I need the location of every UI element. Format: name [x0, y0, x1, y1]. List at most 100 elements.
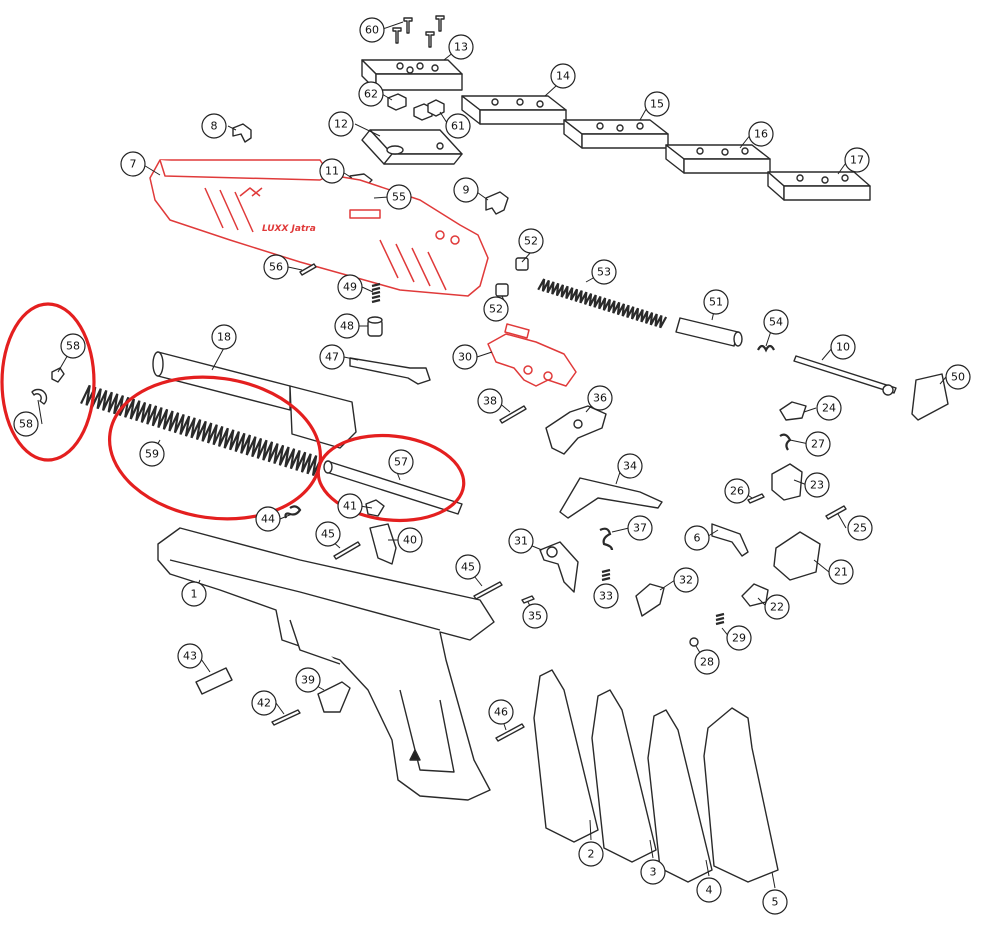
callout-number: 52 [524, 235, 538, 248]
callout-circle [508, 528, 534, 554]
callout-14: 14 [550, 63, 576, 89]
part-51-guide-tube [675, 317, 743, 347]
callout-circle [587, 385, 613, 411]
callout-number: 25 [853, 522, 867, 535]
part-31-trigger [539, 541, 579, 593]
part-34-connector [559, 477, 663, 519]
callout-49: 49 [337, 274, 363, 300]
callout-56: 56 [263, 254, 289, 280]
part-40-lever [369, 523, 397, 565]
callout-number: 49 [343, 281, 357, 294]
callout-circle [945, 364, 971, 390]
part-10-guide-rod [793, 355, 897, 396]
callout-number: 37 [633, 522, 647, 535]
part-47-striker [349, 357, 431, 385]
callout-circle [120, 151, 146, 177]
callout-number: 61 [451, 120, 465, 133]
callout-50: 50 [945, 364, 971, 390]
part-56-pin [299, 263, 317, 276]
callout-circle [518, 228, 544, 254]
callout-number: 56 [269, 261, 283, 274]
callout-61: 61 [445, 113, 471, 139]
callout-34: 34 [617, 453, 643, 479]
callout-number: 24 [822, 402, 836, 415]
callout-53: 53 [591, 259, 617, 285]
callout-33: 33 [593, 583, 619, 609]
callout-13: 13 [448, 34, 474, 60]
part-5-backstrap [703, 707, 779, 883]
callout-circle [763, 309, 789, 335]
part-8-front-sight [232, 123, 252, 143]
callout-40: 40 [397, 527, 423, 553]
callout-number: 50 [951, 371, 965, 384]
callout-number: 40 [403, 534, 417, 547]
callout-number: 2 [588, 848, 595, 861]
callout-58: 58 [60, 333, 86, 359]
part-2-backstrap [533, 669, 599, 843]
callout-circle [315, 521, 341, 547]
callout-circle [255, 506, 281, 532]
callout-number: 10 [836, 341, 850, 354]
part-37-spring [599, 527, 614, 551]
callout-circle [388, 449, 414, 475]
callout-circle [627, 515, 653, 541]
part-15-optic-plate [563, 119, 669, 149]
part-44-spring [284, 505, 302, 519]
callout-number: 8 [211, 120, 218, 133]
part-9-slide-stop [485, 191, 509, 215]
callout-11: 11 [319, 158, 345, 184]
callout-circle [488, 699, 514, 725]
callout-46: 46 [488, 699, 514, 725]
callout-35: 35 [522, 603, 548, 629]
part-24-part [779, 401, 807, 421]
highlight-ellipse-58 [0, 302, 96, 462]
callout-number: 11 [325, 165, 339, 178]
callout-44: 44 [255, 506, 281, 532]
callout-number: 26 [730, 485, 744, 498]
callout-circle [60, 333, 86, 359]
callout-circle [816, 395, 842, 421]
callout-circle [359, 17, 385, 43]
callout-45: 45 [455, 554, 481, 580]
callout-circle [805, 431, 831, 457]
slide-marking: LUXX Jatra [262, 224, 316, 234]
callout-51: 51 [703, 289, 729, 315]
callout-number: 57 [394, 456, 408, 469]
callout-circle [13, 411, 39, 437]
callout-circle [295, 667, 321, 693]
callout-circle [337, 274, 363, 300]
callout-26: 26 [724, 478, 750, 504]
callout-circle [453, 177, 479, 203]
callout-number: 23 [810, 479, 824, 492]
callout-circle [696, 877, 722, 903]
callout-circle [455, 554, 481, 580]
callout-16: 16 [748, 121, 774, 147]
callout-circle [703, 289, 729, 315]
callout-47: 47 [319, 344, 345, 370]
callout-circle [177, 643, 203, 669]
callout-43: 43 [177, 643, 203, 669]
callout-4: 4 [696, 877, 722, 903]
part-22-part [741, 583, 769, 607]
callout-38: 38 [477, 388, 503, 414]
part-48-firing-pin-safety [367, 316, 383, 337]
callout-30: 30 [452, 344, 478, 370]
callout-circle [477, 388, 503, 414]
callout-number: 45 [461, 561, 475, 574]
callout-5: 5 [762, 889, 788, 915]
callout-number: 47 [325, 351, 339, 364]
callout-3: 3 [640, 859, 666, 885]
part-21-block [773, 531, 821, 581]
part-12-rear-sight-plate [361, 129, 463, 165]
callout-22: 22 [764, 594, 790, 620]
callout-number: 22 [770, 601, 784, 614]
callout-number: 15 [650, 98, 664, 111]
callout-number: 54 [769, 316, 783, 329]
highlight-ellipse-57 [316, 433, 466, 523]
part-1-frame [157, 527, 495, 801]
callout-circle [617, 453, 643, 479]
callout-number: 6 [694, 532, 701, 545]
callout-number: 13 [454, 41, 468, 54]
callout-number: 38 [483, 395, 497, 408]
